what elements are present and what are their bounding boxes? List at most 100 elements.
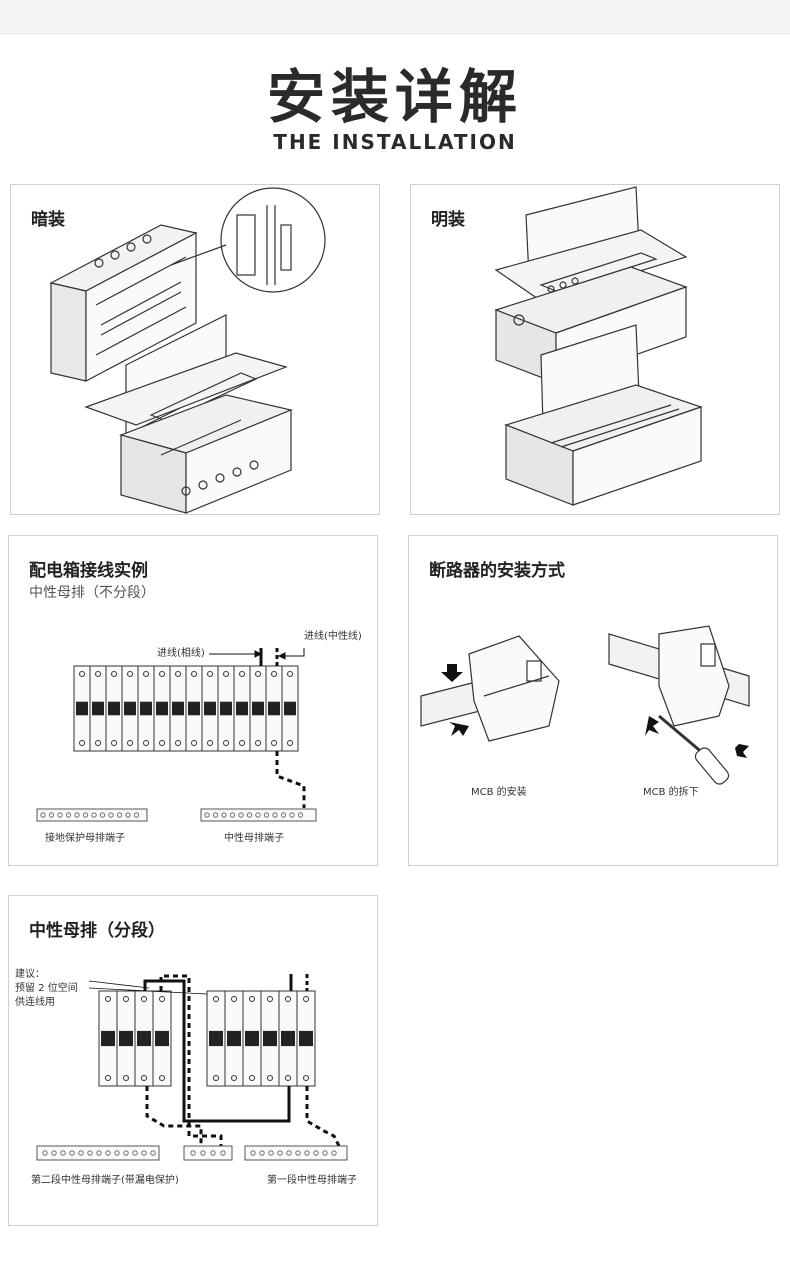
terminal-hole	[133, 812, 140, 818]
label-neutral-bar: 中性母排端子	[224, 833, 284, 844]
breaker-module	[206, 990, 226, 1087]
segmented-note: 建议： 预留 2 位空间 供连线用	[15, 968, 78, 1010]
label-ground-bar: 接地保护母排端子	[45, 833, 125, 844]
terminal-hole	[331, 1150, 337, 1156]
terminal-hole	[229, 812, 236, 818]
panel-segmented-neutral: 中性母排（分段） 建议： 预留 2 位空间 供连线用 第二段中性母排端子(带漏电…	[8, 895, 378, 1226]
label-incoming-neutral: 进线(中性线)	[304, 631, 362, 642]
terminal-hole	[74, 812, 80, 818]
terminal-hole	[42, 1150, 48, 1156]
label-mcb-remove: MCB 的拆下	[643, 787, 699, 798]
breaker-module	[169, 665, 187, 752]
note-line-1: 建议：	[15, 969, 45, 980]
breaker-module	[152, 990, 172, 1087]
terminal-hole	[190, 1150, 196, 1156]
terminal-hole	[295, 1150, 301, 1156]
terminal-hole	[322, 1150, 328, 1156]
breaker-module	[137, 665, 155, 752]
terminal-hole	[313, 1150, 319, 1156]
label-second-neutral-bar: 第二段中性母排端子(带漏电保护)	[31, 1175, 179, 1186]
panel-surface-install: 明装	[410, 184, 780, 515]
terminal-hole	[78, 1150, 84, 1156]
breaker-module	[217, 665, 235, 752]
terminal-hole	[114, 1150, 120, 1156]
breaker-module	[224, 990, 244, 1087]
terminal-hole	[65, 812, 72, 818]
surface-install-illustration	[494, 186, 703, 506]
breaker-module	[185, 665, 203, 752]
note-line-2: 预留 2 位空间	[15, 983, 78, 994]
terminal-hole	[210, 1150, 216, 1156]
panel-breaker-install: 断路器的安装方式 MCB 的安装 MCB 的拆下	[408, 535, 778, 866]
terminal-hole	[105, 1150, 111, 1156]
terminal-hole	[60, 1150, 66, 1156]
breaker-module	[116, 990, 136, 1087]
breaker-module	[89, 665, 107, 752]
terminal-hole	[57, 812, 63, 818]
panel-concealed-title: 暗装	[31, 210, 65, 230]
note-line-3: 供连线用	[15, 997, 55, 1008]
terminal-hole	[220, 1150, 226, 1156]
panel-wiring-example: 配电箱接线实例 中性母排（不分段） 进线(相线) 进线(中性线) 接地保护母排端…	[8, 535, 378, 866]
breaker-module	[121, 665, 139, 752]
terminal-hole	[221, 812, 227, 818]
terminal-hole	[297, 812, 304, 818]
terminal-hole	[200, 1150, 206, 1156]
terminal-hole	[125, 812, 131, 818]
terminal-hole	[286, 1150, 292, 1156]
breaker-module	[260, 990, 280, 1087]
label-mcb-install: MCB 的安装	[471, 787, 527, 798]
terminal-hole	[116, 812, 123, 818]
terminal-hole	[123, 1150, 129, 1156]
breaker-module	[98, 990, 118, 1087]
top-bar	[0, 0, 790, 34]
terminal-hole	[304, 1150, 310, 1156]
terminal-hole	[48, 812, 55, 818]
breaker-module	[278, 990, 298, 1087]
breaker-module	[153, 665, 171, 752]
terminal-hole	[141, 1150, 147, 1156]
terminal-hole	[108, 812, 114, 818]
wiring-diagram	[36, 648, 317, 822]
terminal-hole	[255, 812, 261, 818]
terminal-hole	[82, 812, 89, 818]
terminal-hole	[204, 812, 210, 818]
page-title: 安装详解	[266, 63, 523, 131]
panel-concealed-install: 暗装	[10, 184, 380, 515]
terminal-hole	[51, 1150, 57, 1156]
breaker-module	[105, 665, 123, 752]
terminal-hole	[277, 1150, 283, 1156]
terminal-hole	[238, 812, 244, 818]
terminal-hole	[272, 812, 278, 818]
label-first-neutral-bar: 第一段中性母排端子	[267, 1175, 357, 1186]
panel-segmented-title: 中性母排（分段）	[29, 921, 165, 941]
breaker-module	[296, 990, 316, 1087]
page-subtitle: THE INSTALLATION	[273, 130, 517, 154]
terminal-hole	[96, 1150, 102, 1156]
terminal-hole	[99, 812, 106, 818]
terminal-hole	[87, 1150, 93, 1156]
terminal-hole	[69, 1150, 75, 1156]
panel-wiring-title: 配电箱接线实例	[29, 561, 148, 581]
terminal-hole	[246, 812, 253, 818]
terminal-hole	[259, 1150, 265, 1156]
terminal-hole	[91, 812, 97, 818]
panel-surface-title: 明装	[431, 210, 465, 230]
breaker-module	[73, 665, 91, 752]
breaker-module	[242, 990, 262, 1087]
breaker-module	[233, 665, 251, 752]
terminal-hole	[250, 1150, 256, 1156]
breaker-module	[134, 990, 154, 1087]
terminal-hole	[289, 812, 295, 818]
breaker-module	[265, 665, 283, 752]
terminal-hole	[132, 1150, 138, 1156]
breaker-install-illustration	[420, 625, 750, 785]
breaker-module	[281, 665, 299, 752]
breaker-module	[249, 665, 267, 752]
terminal-hole	[150, 1150, 156, 1156]
terminal-hole	[268, 1150, 274, 1156]
segmented-neutral-diagram	[36, 974, 348, 1161]
terminal-hole	[40, 812, 46, 818]
breaker-module	[201, 665, 219, 752]
terminal-hole	[263, 812, 270, 818]
